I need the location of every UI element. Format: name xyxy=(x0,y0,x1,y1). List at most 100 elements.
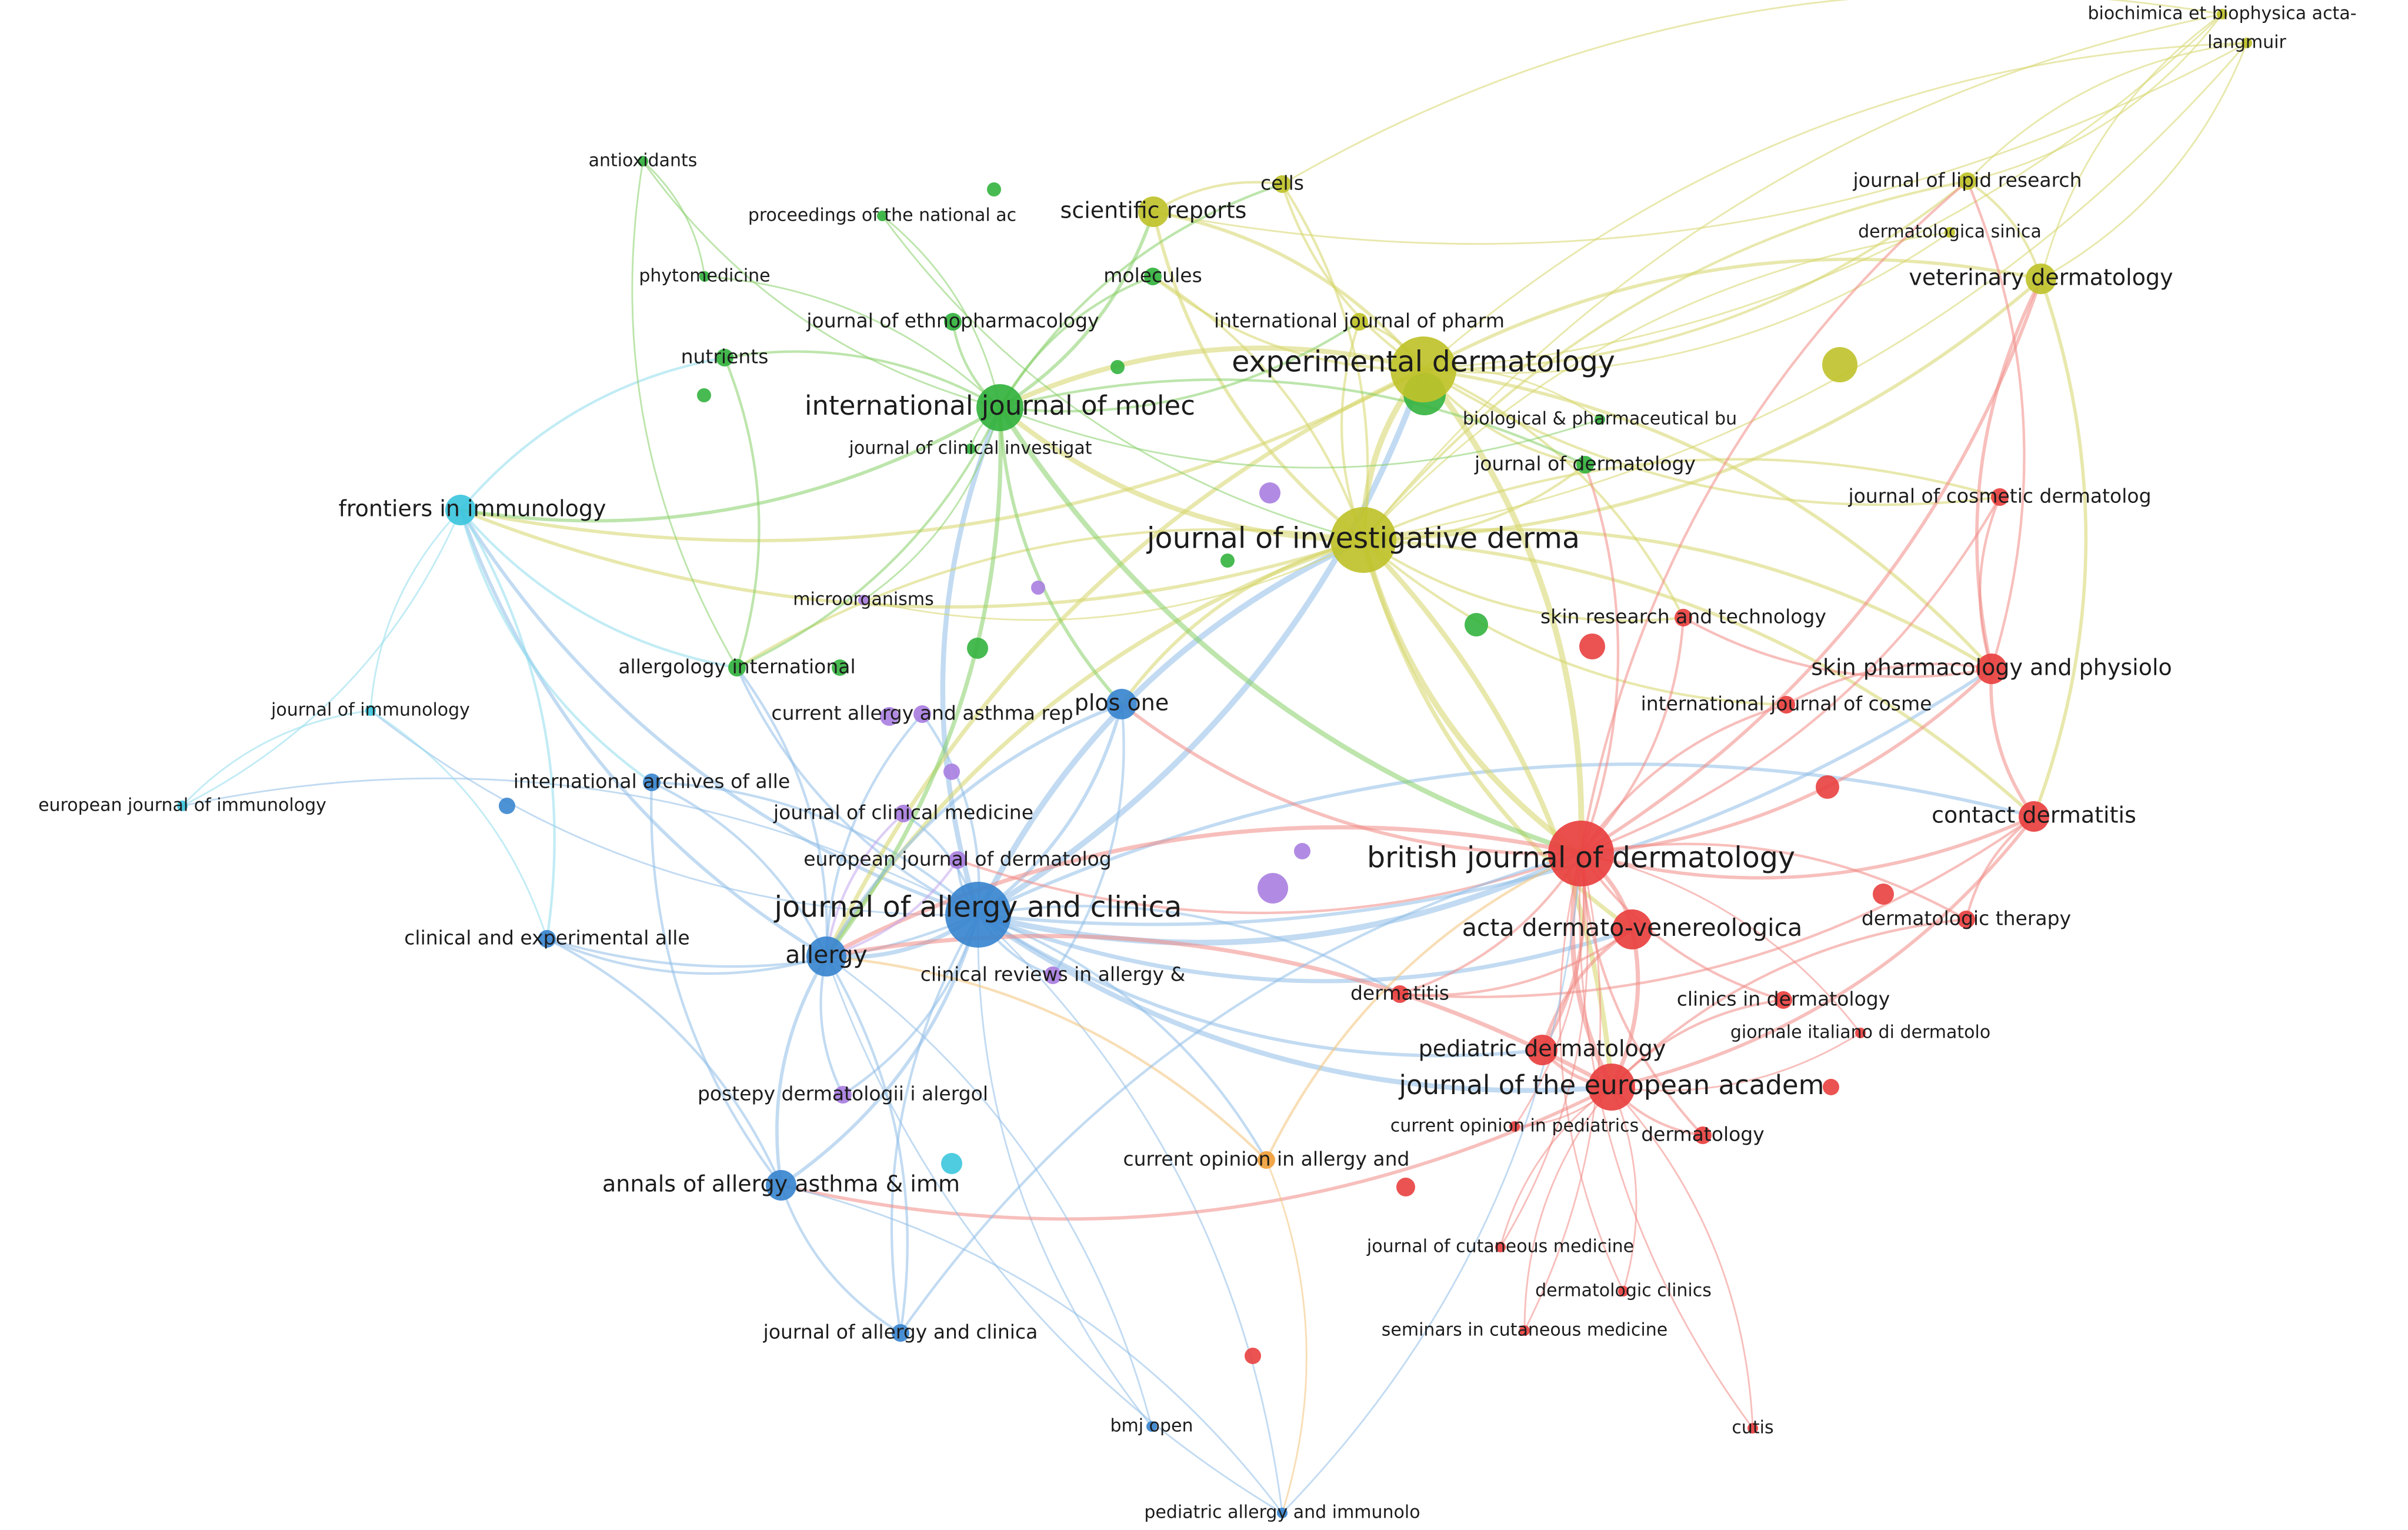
unlabeled-node-14[interactable] xyxy=(987,182,1001,196)
node-label-clinderm[interactable]: clinics in dermatology xyxy=(1677,988,1890,1011)
node-skinpharm[interactable] xyxy=(1976,654,2007,684)
unlabeled-node-4[interactable] xyxy=(1220,554,1235,568)
node-label-biochimica[interactable]: biochimica et biophysica acta- xyxy=(2087,4,2356,24)
node-label-eurjimm[interactable]: european journal of immunology xyxy=(38,795,326,816)
unlabeled-node-11[interactable] xyxy=(1873,884,1894,905)
node-label-allergolint[interactable]: allergology international xyxy=(618,655,855,678)
node-label-pedderm[interactable]: pediatric dermatology xyxy=(1419,1036,1666,1062)
node-label-lipid[interactable]: journal of lipid research xyxy=(1852,169,2082,192)
node-frontimm[interactable] xyxy=(445,495,476,525)
node-label-clinrevall[interactable]: clinical reviews in allergy & xyxy=(920,963,1186,986)
unlabeled-node-8[interactable] xyxy=(1816,775,1839,799)
node-label-cosmderm[interactable]: journal of cosmetic dermatolog xyxy=(1847,485,2151,508)
node-postepy[interactable] xyxy=(834,1086,852,1104)
node-label-skinres[interactable]: skin research and technology xyxy=(1540,605,1826,628)
node-label-langmuir[interactable]: langmuir xyxy=(2207,32,2286,53)
node-clinderm[interactable] xyxy=(1775,991,1792,1009)
unlabeled-node-5[interactable] xyxy=(1465,613,1488,636)
node-lipid[interactable] xyxy=(1959,172,1976,190)
node-biochimica[interactable] xyxy=(2217,9,2227,19)
node-ijcosm[interactable] xyxy=(1777,696,1795,714)
unlabeled-node-2[interactable] xyxy=(1259,482,1280,504)
node-jid[interactable] xyxy=(1330,507,1396,573)
node-antioxidants[interactable] xyxy=(638,156,648,166)
node-pnas[interactable] xyxy=(877,211,888,221)
node-label-pedallergy[interactable]: pediatric allergy and immunolo xyxy=(1144,1502,1420,1523)
node-label-seminars[interactable]: seminars in cutaneous medicine xyxy=(1382,1320,1667,1341)
node-label-annals[interactable]: annals of allergy asthma & imm xyxy=(602,1171,960,1197)
node-label-jacipract[interactable]: journal of allergy and clinica xyxy=(763,1321,1038,1344)
node-dermatitis[interactable] xyxy=(1391,985,1409,1003)
unlabeled-node-9[interactable] xyxy=(1258,873,1288,904)
node-label-intarch[interactable]: international archives of alle xyxy=(513,770,791,793)
node-curopall[interactable] xyxy=(1258,1151,1275,1169)
node-label-dermatology[interactable]: dermatology xyxy=(1641,1123,1765,1146)
node-label-curallergyrep[interactable]: current allergy and asthma rep xyxy=(771,702,1073,725)
node-skinres[interactable] xyxy=(1675,609,1692,626)
node-dermther[interactable] xyxy=(1957,911,1975,928)
node-cosmderm[interactable] xyxy=(1991,488,2009,506)
node-ethnopharm[interactable] xyxy=(944,313,962,331)
unlabeled-node-12[interactable] xyxy=(943,764,960,780)
unlabeled-node-21[interactable] xyxy=(1823,1079,1839,1095)
node-curopped[interactable] xyxy=(1509,1121,1520,1132)
node-label-curopped[interactable]: current opinion in pediatrics xyxy=(1390,1116,1639,1136)
unlabeled-node-20[interactable] xyxy=(832,659,848,676)
node-intarch[interactable] xyxy=(643,774,661,791)
node-label-jimmunol[interactable]: journal of immunology xyxy=(271,700,470,721)
node-giornale[interactable] xyxy=(1855,1028,1866,1038)
node-label-giornale[interactable]: giornale italiano di dermatolo xyxy=(1730,1022,1990,1043)
node-label-dermclinics[interactable]: dermatologic clinics xyxy=(1535,1281,1712,1301)
node-label-microorg[interactable]: microorganisms xyxy=(793,589,934,610)
node-seminars[interactable] xyxy=(1519,1325,1530,1336)
node-ijpharm[interactable] xyxy=(1350,313,1368,331)
node-plosone[interactable] xyxy=(1106,689,1137,719)
node-label-jid[interactable]: journal of investigative derma xyxy=(1146,522,1580,555)
node-phytomed[interactable] xyxy=(699,271,710,282)
unlabeled-node-17[interactable] xyxy=(941,1153,962,1174)
node-scirep[interactable] xyxy=(1138,196,1169,227)
node-jderm[interactable] xyxy=(1576,456,1594,474)
node-contactderm[interactable] xyxy=(2019,801,2049,832)
node-label-dermatitis[interactable]: dermatitis xyxy=(1350,982,1449,1005)
node-label-bmjopen[interactable]: bmj open xyxy=(1110,1416,1193,1436)
node-dermsinica[interactable] xyxy=(1945,227,1955,238)
node-dermclinics[interactable] xyxy=(1618,1286,1629,1296)
node-label-cells[interactable]: cells xyxy=(1260,172,1304,195)
node-jimmunol[interactable] xyxy=(365,705,376,716)
unlabeled-node-1[interactable] xyxy=(1822,347,1857,382)
node-curallergyrep[interactable] xyxy=(913,705,931,723)
node-vetderm[interactable] xyxy=(2026,264,2056,294)
node-label-curopall[interactable]: current opinion in allergy and xyxy=(1123,1148,1410,1171)
node-label-cutis[interactable]: cutis xyxy=(1732,1418,1773,1438)
node-dermatology[interactable] xyxy=(1694,1126,1712,1144)
node-label-jclinmed[interactable]: journal of clinical medicine xyxy=(773,801,1033,824)
node-label-jci[interactable]: journal of clinical investigat xyxy=(849,438,1092,459)
node-label-jderm[interactable]: journal of dermatology xyxy=(1474,452,1696,475)
node-jeadv[interactable] xyxy=(1588,1064,1635,1111)
node-jaci[interactable] xyxy=(945,882,1011,948)
node-expderm[interactable] xyxy=(1390,336,1456,402)
node-label-jcutmed[interactable]: journal of cutaneous medicine xyxy=(1366,1236,1634,1257)
node-label-biopharmbull[interactable]: biological & pharmaceutical bu xyxy=(1463,409,1737,429)
node-ejd[interactable] xyxy=(949,851,966,869)
node-clinrevall[interactable] xyxy=(1044,966,1062,984)
node-label-dermther[interactable]: dermatologic therapy xyxy=(1862,907,2071,930)
node-annals[interactable] xyxy=(766,1170,796,1201)
node-label-frontimm[interactable]: frontiers in immunology xyxy=(339,496,606,522)
node-jacipract[interactable] xyxy=(892,1324,909,1342)
node-label-clinexpall[interactable]: clinical and experimental alle xyxy=(404,926,689,949)
node-bjd[interactable] xyxy=(1548,821,1614,886)
node-label-allergy[interactable]: allergy xyxy=(785,941,868,969)
node-microorg[interactable] xyxy=(858,595,869,605)
node-label-pnas[interactable]: proceedings of the national ac xyxy=(748,205,1016,226)
node-label-ijpharm[interactable]: international journal of pharm xyxy=(1214,309,1505,332)
node-label-ijcosm[interactable]: international journal of cosme xyxy=(1641,692,1932,715)
unlabeled-node-3[interactable] xyxy=(1031,581,1045,595)
node-label-expderm[interactable]: experimental dermatology xyxy=(1232,345,1615,379)
node-cutis[interactable] xyxy=(1747,1423,1758,1434)
node-label-ijms[interactable]: international journal of molec xyxy=(805,390,1195,421)
node-label-antioxidants[interactable]: antioxidants xyxy=(589,151,698,171)
node-label-dermsinica[interactable]: dermatologica sinica xyxy=(1858,222,2042,242)
node-label-plosone[interactable]: plos one xyxy=(1075,690,1169,716)
